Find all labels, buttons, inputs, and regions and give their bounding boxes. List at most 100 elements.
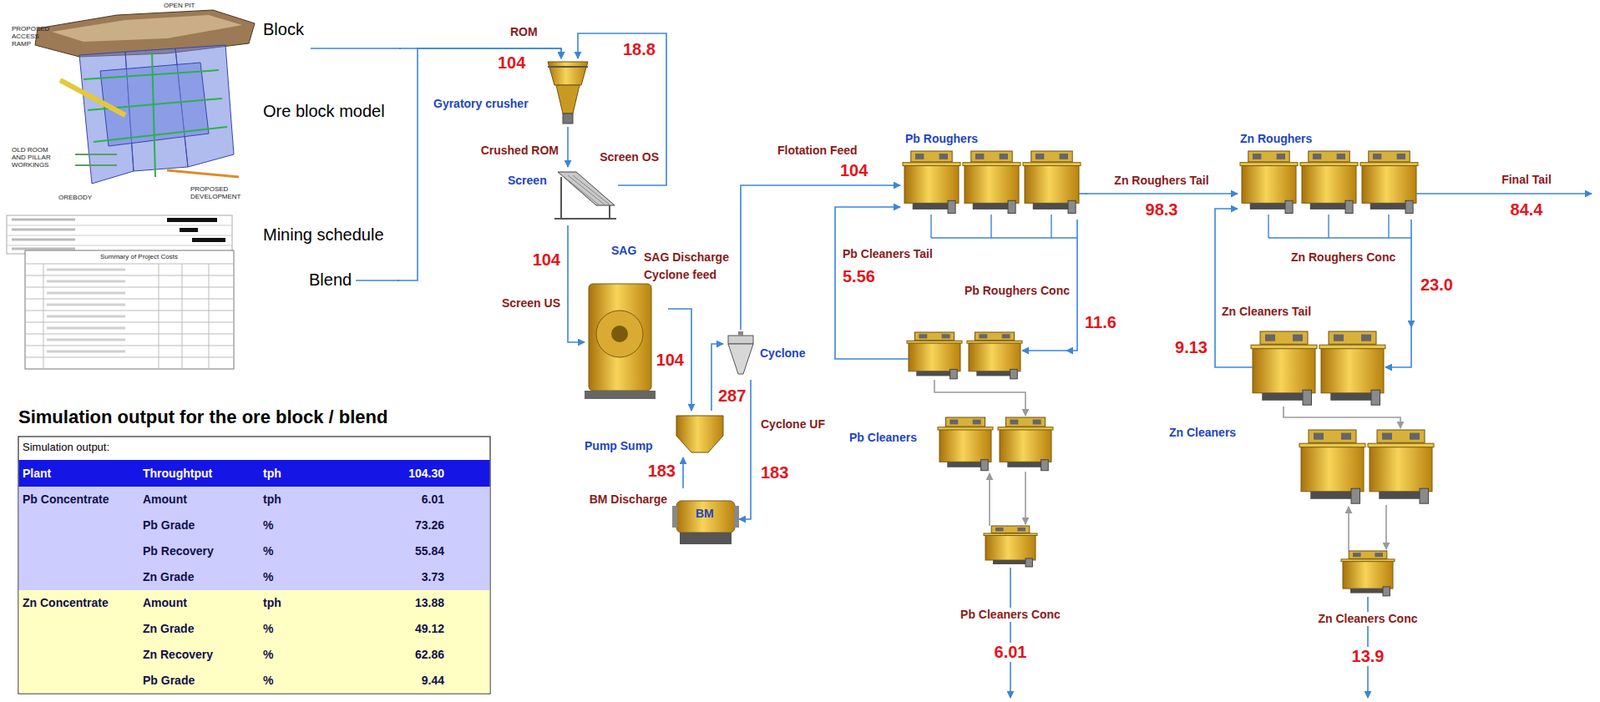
- label-anchor: Pb Cleaners Tail: [841, 247, 934, 262]
- gantt-bar: [192, 237, 226, 243]
- flow-line: [397, 48, 562, 281]
- cell-motor: [1312, 153, 1322, 160]
- label-anchor: Simulation output:: [22, 440, 110, 455]
- equipment-label: Screen: [507, 173, 547, 188]
- cell-tank: [1241, 163, 1297, 203]
- illegible-row: [46, 280, 126, 284]
- flotation-cell: [1300, 151, 1358, 213]
- table-cell: Plant: [22, 466, 51, 482]
- crusher-spider: [547, 65, 588, 68]
- cell-motor: [1336, 153, 1346, 160]
- stream-value: 104: [655, 350, 685, 370]
- table-cell: Throughtput: [142, 466, 213, 482]
- cell-tank: [964, 163, 1019, 203]
- equipment-label: BM: [695, 506, 714, 522]
- concentrate-line: [1268, 237, 1412, 238]
- flotation-cell: [902, 151, 961, 213]
- flow-line: [577, 33, 667, 186]
- equipment-label: SAG: [611, 243, 637, 259]
- label-anchor: 55.84: [415, 544, 445, 559]
- stream-value: 23.0: [1419, 275, 1454, 295]
- label-anchor: 3.73: [421, 570, 445, 585]
- label-anchor: ROM: [509, 25, 539, 40]
- stream-name: Pb Cleaners Conc: [959, 607, 1062, 623]
- label-anchor: 49.12: [415, 622, 445, 637]
- label-anchor: Pb Grade: [142, 673, 195, 689]
- screen-mesh: [572, 175, 611, 206]
- label-anchor: Amount: [142, 596, 188, 611]
- illegible-row: [46, 292, 126, 295]
- cell-rim: [1240, 162, 1298, 167]
- cell-rim: [1367, 443, 1434, 448]
- development-drive: [151, 51, 156, 178]
- cell-mechanism: [971, 151, 1013, 163]
- cell-base: [1261, 393, 1307, 401]
- stream-value: 98.3: [1144, 200, 1180, 220]
- stream-name: SAG Discharge: [643, 250, 730, 265]
- label-anchor: 6.01: [421, 492, 445, 507]
- label-anchor: 73.26: [415, 518, 445, 533]
- table-cell: %: [263, 518, 274, 533]
- cell-motor: [1265, 334, 1276, 342]
- equipment-label: Gyratory crusher: [433, 96, 529, 112]
- cell-motor: [939, 153, 948, 160]
- stream-name: Pb Cleaners Tail: [841, 247, 934, 262]
- concentrate-line: [990, 214, 992, 238]
- screen-leg: [560, 177, 563, 219]
- cell-tank: [939, 428, 992, 462]
- equipment-label: Pb Roughers: [905, 131, 978, 147]
- cell-motor: [972, 420, 982, 426]
- stream-name: Zn Cleaners Tail: [1220, 304, 1312, 319]
- gantt-row-line: [6, 225, 233, 227]
- illegible-row: [46, 327, 126, 330]
- table-cell: Pb Recovery: [142, 544, 214, 559]
- label-anchor: 9.13: [1174, 338, 1209, 358]
- equipment-label: Pb Cleaners: [849, 430, 917, 446]
- cell-outlet: [1285, 200, 1293, 213]
- table-cell: %: [263, 648, 274, 663]
- label-anchor: Screen US: [501, 296, 562, 311]
- table-cell: 3.73: [421, 570, 445, 585]
- table-cell: Zn Grade: [142, 622, 194, 637]
- label-anchor: Pb Recovery: [142, 544, 214, 559]
- cell-motor: [1292, 334, 1303, 342]
- cell-motor: [1397, 153, 1406, 160]
- development-drive: [83, 70, 219, 80]
- label-anchor: Summary of Project Costs: [100, 253, 178, 261]
- crusher-discharge: [562, 113, 573, 124]
- label-anchor: Throughtput: [142, 466, 213, 482]
- ball-mill-drum: [676, 501, 735, 533]
- cell-motor: [1252, 153, 1261, 160]
- cell-motor: [1313, 433, 1324, 441]
- table-cell: %: [263, 622, 274, 637]
- sag-end: [596, 310, 644, 358]
- cell-mechanism: [991, 526, 1030, 534]
- ball-mill-end: [672, 506, 678, 528]
- flotation-bank: Pb Roughers: [900, 131, 1086, 220]
- label-anchor: Zn Recovery: [142, 648, 213, 663]
- stream-name: Zn Roughers Tail: [1113, 173, 1210, 188]
- cell-base: [1310, 491, 1355, 500]
- label-anchor: Final Tail: [1500, 172, 1553, 188]
- cost-table-rule: [25, 357, 234, 359]
- crusher-hopper: [547, 61, 588, 86]
- cell-rim: [983, 533, 1038, 537]
- concentrate-line: [1327, 214, 1329, 238]
- label-anchor: 6.01: [993, 643, 1028, 663]
- label-anchor: Zn Cleaners Conc: [1316, 612, 1418, 627]
- cell-motor: [1361, 334, 1372, 342]
- development-drive: [93, 126, 228, 142]
- flotation-cell: [1022, 151, 1081, 213]
- cell-motor: [918, 334, 927, 339]
- illegible-row: [46, 339, 126, 342]
- cell-rim: [1250, 344, 1317, 350]
- label-anchor: 183: [759, 463, 790, 483]
- cell-rim: [967, 340, 1023, 344]
- flow-line: [1410, 219, 1413, 328]
- cell-outlet: [1302, 389, 1312, 406]
- cell-outlet: [1010, 369, 1018, 379]
- cell-outlet: [1007, 200, 1016, 213]
- stream-value: 287: [717, 386, 747, 406]
- flotation-cell: [1367, 430, 1434, 504]
- cell-mechanism: [1377, 430, 1425, 443]
